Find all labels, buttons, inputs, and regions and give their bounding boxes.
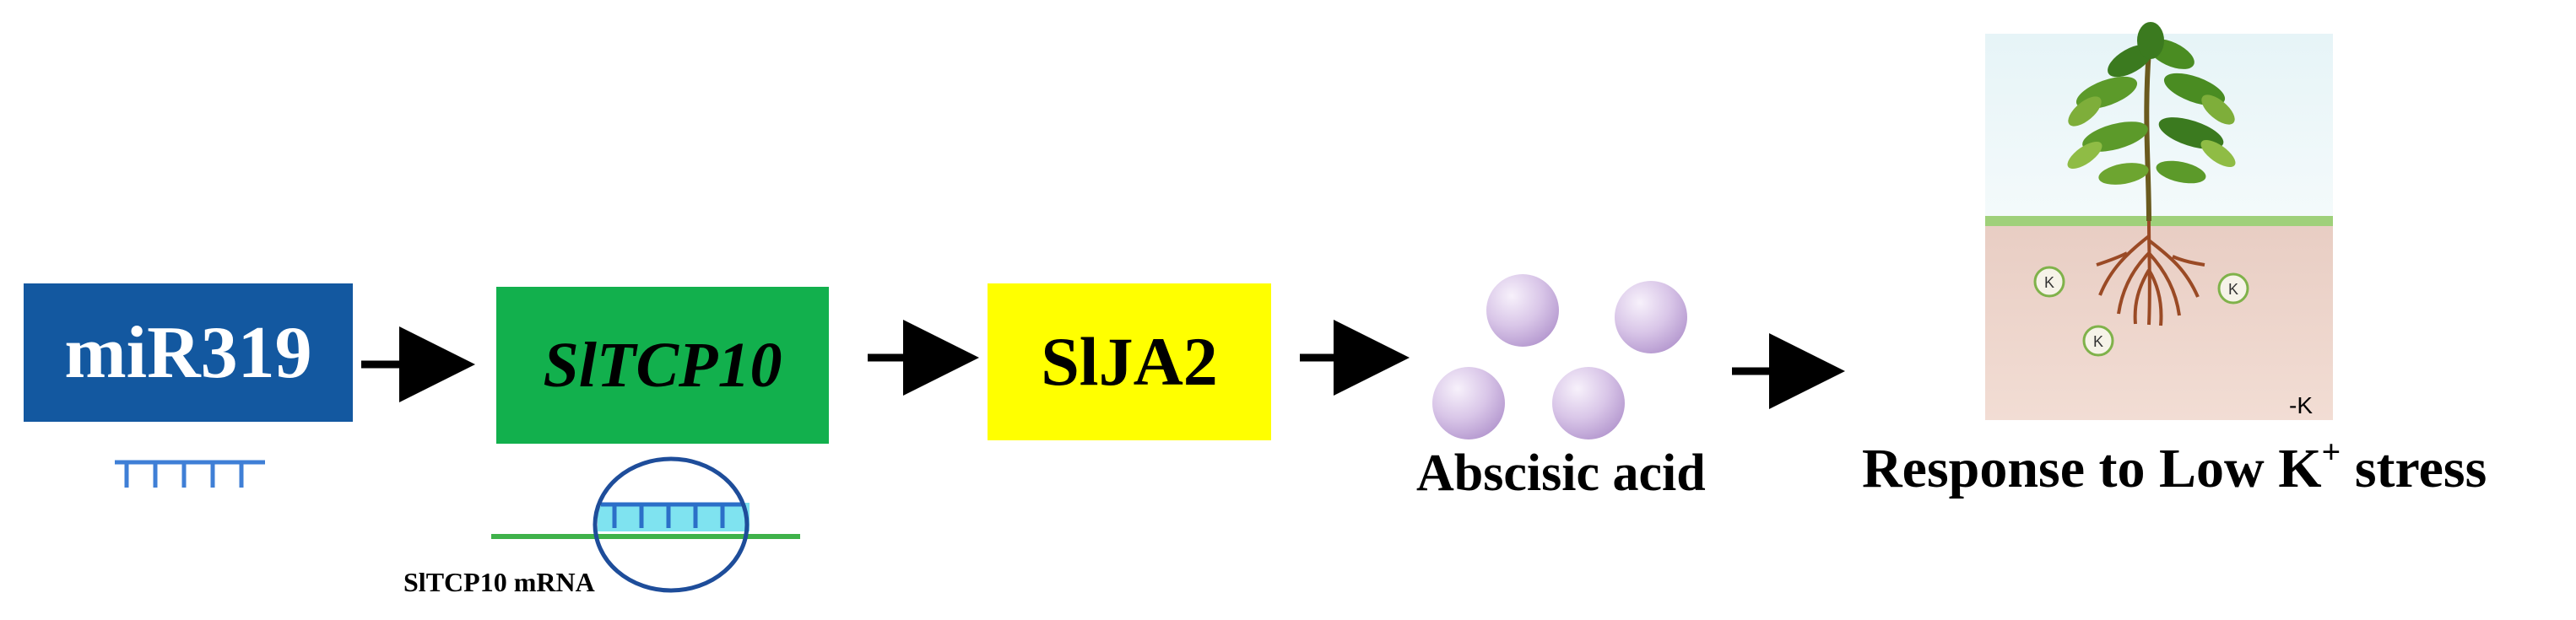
mrna-binding: [491, 456, 800, 593]
aba-molecule: [1432, 367, 1505, 439]
mir319-label: miR319: [64, 311, 312, 394]
aba-molecules: [1432, 274, 1687, 439]
sljja2-box: SlJA2: [988, 283, 1271, 440]
plant-leaves: [2067, 22, 2236, 185]
potassium-ion: K: [2033, 266, 2065, 298]
plant-illustration: K K K -K: [1985, 22, 2333, 420]
binding-ellipse: [593, 456, 750, 593]
plant-roots: [2096, 220, 2205, 326]
aba-molecule: [1486, 274, 1559, 347]
sljja2-label: SlJA2: [1041, 323, 1218, 400]
mir319-box: miR319: [24, 283, 353, 422]
aba-molecule: [1552, 367, 1625, 439]
potassium-ion: K: [2217, 272, 2249, 305]
svg-text:K: K: [2093, 333, 2103, 350]
plant-stem: [2144, 50, 2151, 222]
svg-text:K: K: [2044, 274, 2054, 291]
potassium-ion: K: [2082, 325, 2114, 357]
sltcp10-label: SlTCP10: [543, 329, 782, 401]
svg-text:K: K: [2228, 281, 2238, 298]
sltcp10-mrna-label: SlTCP10 mRNA: [403, 567, 595, 597]
mirna-strand: [115, 460, 265, 488]
abscisic-acid-label: Abscisic acid: [1416, 445, 1706, 502]
sltcp10-box: SlTCP10: [496, 287, 829, 444]
binding-region: [598, 503, 750, 531]
response-label: Response to Low K+ stress: [1862, 433, 2487, 499]
aba-molecule: [1615, 281, 1687, 353]
minus-k-label: -K: [2289, 392, 2313, 418]
